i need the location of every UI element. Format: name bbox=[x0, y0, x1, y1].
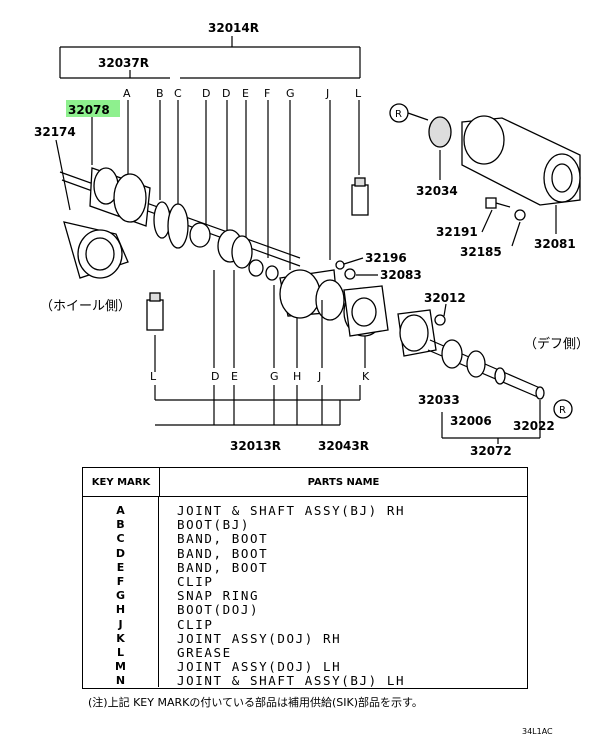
table-row-key: B bbox=[116, 518, 125, 532]
part-number-32072: 32072 bbox=[470, 444, 512, 458]
key-letter-h: H bbox=[293, 370, 301, 383]
part-number-32013r: 32013R bbox=[230, 439, 281, 453]
table-row-key: L bbox=[116, 645, 124, 659]
part-number-32037r: 32037R bbox=[98, 56, 149, 70]
key-letter-e: E bbox=[231, 370, 238, 383]
key-letter-b: B bbox=[156, 87, 164, 100]
part-number-32012: 32012 bbox=[424, 291, 466, 305]
part-number-32034: 32034 bbox=[416, 184, 458, 198]
table-row-key: K bbox=[116, 631, 125, 645]
table-row-key: J bbox=[118, 617, 123, 631]
table-body: A B C D E F G H J K L M N JOINT & SHAFT … bbox=[83, 497, 527, 689]
part-number-32043r: 32043R bbox=[318, 439, 369, 453]
key-letter-d: D bbox=[211, 370, 219, 383]
table-row-name: BAND, BOOT bbox=[177, 559, 269, 575]
key-letter-j: J bbox=[325, 87, 329, 100]
key-letter-j: J bbox=[317, 370, 321, 383]
table-row-key: N bbox=[115, 674, 126, 688]
part-number-32174: 32174 bbox=[34, 125, 76, 139]
part-number-32083: 32083 bbox=[380, 268, 422, 282]
table-row-key: F bbox=[116, 574, 125, 588]
drive-shaft-doj-assembly: R bbox=[397, 309, 573, 419]
diagram-code: 34L1AC bbox=[522, 727, 553, 736]
key-letter-a: A bbox=[123, 87, 131, 100]
part-number-32185: 32185 bbox=[460, 245, 502, 259]
table-row-name: JOINT & SHAFT ASSY(BJ) RH bbox=[177, 503, 406, 518]
table-row-name: JOINT & SHAFT ASSY(BJ) LH bbox=[177, 673, 406, 689]
key-letter-d: D bbox=[222, 87, 230, 100]
header-key-mark: KEY MARK bbox=[83, 468, 160, 496]
table-row-name: SNAP RING bbox=[177, 588, 260, 604]
key-letter-g: G bbox=[270, 370, 279, 383]
table-row-key: C bbox=[116, 532, 125, 546]
table-row-key: E bbox=[116, 560, 125, 574]
top-bracket-lines bbox=[59, 36, 361, 270]
key-letter-e: E bbox=[242, 87, 249, 100]
key-column: A B C D E F G H J K L M N bbox=[83, 497, 159, 687]
grease-tube-left bbox=[146, 292, 164, 372]
part-number-32081: 32081 bbox=[534, 237, 576, 251]
table-row-name: JOINT ASSY(DOJ) RH bbox=[177, 630, 342, 646]
doj-boot-and-joint bbox=[279, 260, 389, 337]
bolt-and-nut bbox=[485, 197, 526, 221]
part-number-32022: 32022 bbox=[513, 419, 555, 433]
table-row-name: GREASE bbox=[177, 644, 232, 660]
table-header: KEY MARK PARTS NAME bbox=[83, 468, 527, 497]
table-row-key: D bbox=[115, 546, 126, 560]
boot-bj bbox=[63, 221, 129, 279]
part-number-32078: 32078 bbox=[68, 103, 110, 117]
right-bracket-lines bbox=[441, 400, 541, 444]
part-number-32033: 32033 bbox=[418, 393, 460, 407]
header-parts-name: PARTS NAME bbox=[307, 476, 380, 488]
table-row-name: BAND, BOOT bbox=[177, 545, 269, 561]
center-bearing-bracket: R bbox=[389, 103, 581, 206]
highlight-box bbox=[66, 100, 120, 117]
table-row-name: CLIP bbox=[177, 573, 214, 589]
table-row-key: H bbox=[115, 603, 126, 617]
key-letter-g: G bbox=[286, 87, 295, 100]
part-number-32196: 32196 bbox=[365, 251, 407, 265]
r-mark-top: R bbox=[395, 109, 402, 120]
bottom-bracket-lines bbox=[154, 270, 366, 426]
drive-shaft-bj-assembly bbox=[59, 167, 301, 281]
table-row-key: A bbox=[116, 504, 125, 517]
table-row-name: JOINT ASSY(DOJ) LH bbox=[177, 659, 342, 675]
table-row-key: M bbox=[115, 660, 126, 674]
table-row-name: BOOT(DOJ) bbox=[177, 602, 260, 618]
key-letter-f: F bbox=[264, 87, 270, 100]
table-row-key: G bbox=[115, 589, 126, 603]
key-mark-table: KEY MARK PARTS NAME A B C D E F G H J K … bbox=[82, 467, 528, 689]
diff-side-label: （デフ側） bbox=[524, 336, 589, 352]
key-letter-d: D bbox=[202, 87, 210, 100]
key-letters-bottom: L D E G H J K bbox=[150, 370, 370, 383]
table-row-name: BAND, BOOT bbox=[177, 531, 269, 547]
parts-name-column: JOINT & SHAFT ASSY(BJ) RH BOOT(BJ) BAND,… bbox=[159, 497, 527, 689]
table-row-name: BOOT(BJ) bbox=[177, 517, 251, 533]
r-mark-bottom: R bbox=[559, 405, 566, 416]
key-letters-top: A B C D D E F G J L bbox=[123, 87, 362, 100]
key-letter-l: L bbox=[150, 370, 157, 383]
grease-tube-right bbox=[351, 177, 369, 216]
key-letter-c: C bbox=[174, 87, 182, 100]
table-row-name: CLIP bbox=[177, 616, 214, 632]
key-letter-l: L bbox=[355, 87, 362, 100]
part-number-32191: 32191 bbox=[436, 225, 478, 239]
key-letter-k: K bbox=[362, 370, 370, 383]
footnote: (注)上記 KEY MARKの付いている部品は補用供給(SIK)部品を示す。 bbox=[88, 696, 423, 709]
wheel-side-label: （ホイール側） bbox=[40, 299, 131, 314]
part-number-32006: 32006 bbox=[450, 414, 492, 428]
part-number-32014r: 32014R bbox=[208, 21, 259, 35]
